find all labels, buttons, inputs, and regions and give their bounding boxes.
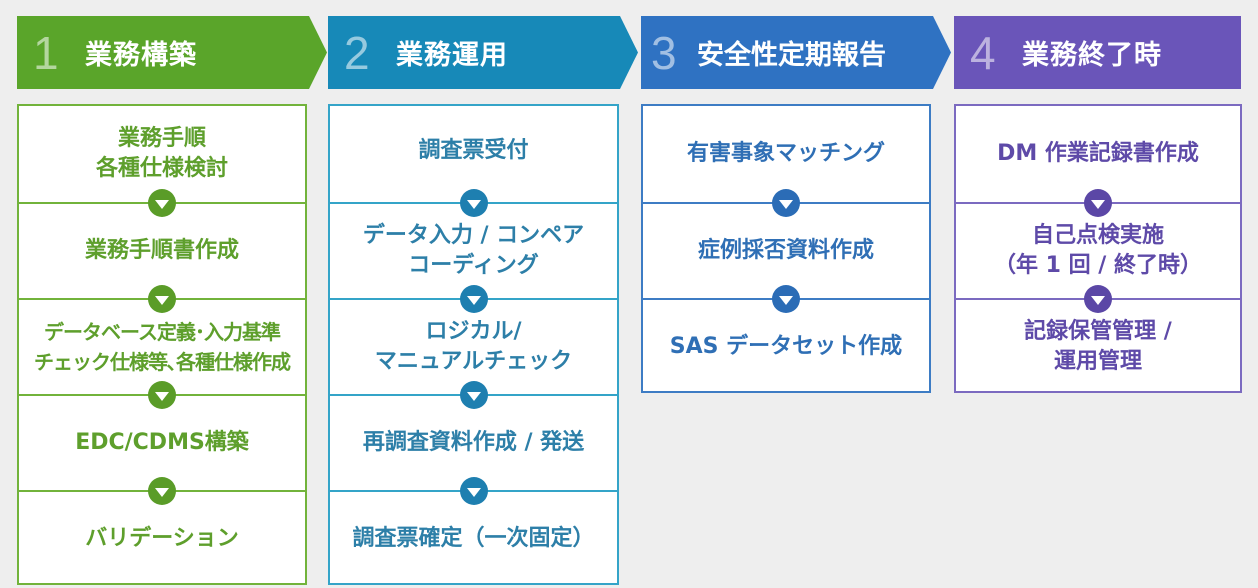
phase-1-step-3-label: データベース定義･入力基準 チェック仕様等､各種仕様作成 xyxy=(34,320,291,374)
phase-1-step-1: 業務手順 各種仕様検討 xyxy=(19,106,305,202)
phase-4-step-2-label: 自己点検実施 （年 1 回 / 終了時） xyxy=(994,223,1202,278)
phase-2-step-3: ロジカル/ マニュアルチェック xyxy=(330,300,617,394)
phase-2-step-1: 調査票受付 xyxy=(330,106,617,196)
phase-1-step-3: データベース定義･入力基準 チェック仕様等､各種仕様作成 xyxy=(19,300,305,394)
phase-1-step-5-label: バリデーション xyxy=(85,525,239,551)
down-arrow-icon xyxy=(148,285,176,313)
phase-4-step-3: 記録保管管理 / 運用管理 xyxy=(956,300,1240,393)
phase-3-number: 3 xyxy=(651,26,677,79)
down-arrow-icon xyxy=(148,477,176,505)
phase-4-header-shape xyxy=(954,16,1241,89)
phase-1-number: 1 xyxy=(33,26,59,79)
phase-3-header-arrow-shape xyxy=(641,16,951,89)
down-arrow-icon xyxy=(460,477,488,505)
down-arrow-icon xyxy=(772,189,800,217)
phase-1-step-1-label: 業務手順 各種仕様検討 xyxy=(95,126,228,181)
phase-4-number: 4 xyxy=(970,26,996,79)
down-arrow-icon xyxy=(148,381,176,409)
phase-2-step-1-label: 調査票受付 xyxy=(418,138,529,163)
phase-4-step-1: DM 作業記録書作成 xyxy=(956,106,1240,202)
phase-2-header: 2 業務運用 xyxy=(328,16,638,89)
phase-2-step-2-label: データ入力 / コンペア コーディング xyxy=(362,223,585,278)
phase-1-step-4: EDC/CDMS構築 xyxy=(19,396,305,490)
phase-2-step-4: 再調査資料作成 / 発送 xyxy=(330,396,617,490)
phase-1-header: 1 業務構築 xyxy=(17,16,327,89)
phase-4-step-2: 自己点検実施 （年 1 回 / 終了時） xyxy=(956,204,1240,298)
phase-2-step-5: 調査票確定（一次固定） xyxy=(330,492,617,585)
phase-1-header-arrow-shape xyxy=(17,16,327,89)
phase-3-step-3: SAS データセット作成 xyxy=(643,300,929,393)
down-arrow-icon xyxy=(1084,189,1112,217)
phase-1-title: 業務構築 xyxy=(85,40,197,71)
phase-2-step-5-label: 調査票確定（一次固定） xyxy=(352,525,595,551)
phase-2-title: 業務運用 xyxy=(396,40,508,71)
phase-1-steps: 業務手順 各種仕様検討 業務手順書作成 データベース定義･入力基準 チェック仕様… xyxy=(17,104,307,585)
phase-3-step-2: 症例採否資料作成 xyxy=(643,204,929,298)
phase-4-header: 4 業務終了時 xyxy=(954,16,1241,89)
phase-2-header-arrow-shape xyxy=(328,16,638,89)
phase-3-title: 安全性定期報告 xyxy=(697,40,886,71)
phase-2-step-2: データ入力 / コンペア コーディング xyxy=(330,204,617,298)
phase-1-step-5: バリデーション xyxy=(19,492,305,585)
phase-2-step-4-label: 再調査資料作成 / 発送 xyxy=(362,430,585,455)
down-arrow-icon xyxy=(772,285,800,313)
down-arrow-icon xyxy=(460,285,488,313)
phase-4-title: 業務終了時 xyxy=(1022,40,1162,71)
down-arrow-icon xyxy=(460,189,488,217)
phase-3-step-2-label: 症例採否資料作成 xyxy=(697,238,874,263)
down-arrow-icon xyxy=(1084,285,1112,313)
phase-4-steps: DM 作業記録書作成 自己点検実施 （年 1 回 / 終了時） 記録保管管理 /… xyxy=(954,104,1242,393)
down-arrow-icon xyxy=(148,189,176,217)
phase-3-step-3-label: SAS データセット作成 xyxy=(669,333,903,359)
phase-3-step-1-label: 有害事象マッチング xyxy=(686,141,885,166)
phase-4-step-1-label: DM 作業記録書作成 xyxy=(997,141,1199,166)
phase-3-header: 3 安全性定期報告 xyxy=(641,16,951,89)
down-arrow-icon xyxy=(460,381,488,409)
phase-2-number: 2 xyxy=(344,26,370,79)
phase-2-steps: 調査票受付 データ入力 / コンペア コーディング ロジカル/ マニュアルチェッ… xyxy=(328,104,619,585)
phase-2-step-3-label: ロジカル/ マニュアルチェック xyxy=(374,319,573,374)
phase-1-step-4-label: EDC/CDMS構築 xyxy=(75,430,249,455)
phase-1-step-2-label: 業務手順書作成 xyxy=(84,238,239,263)
phase-4-step-3-label: 記録保管管理 / 運用管理 xyxy=(1024,318,1172,374)
phase-3-step-1: 有害事象マッチング xyxy=(643,106,929,202)
phase-1-step-2: 業務手順書作成 xyxy=(19,204,305,298)
phase-3-steps: 有害事象マッチング 症例採否資料作成 SAS データセット作成 xyxy=(641,104,931,393)
